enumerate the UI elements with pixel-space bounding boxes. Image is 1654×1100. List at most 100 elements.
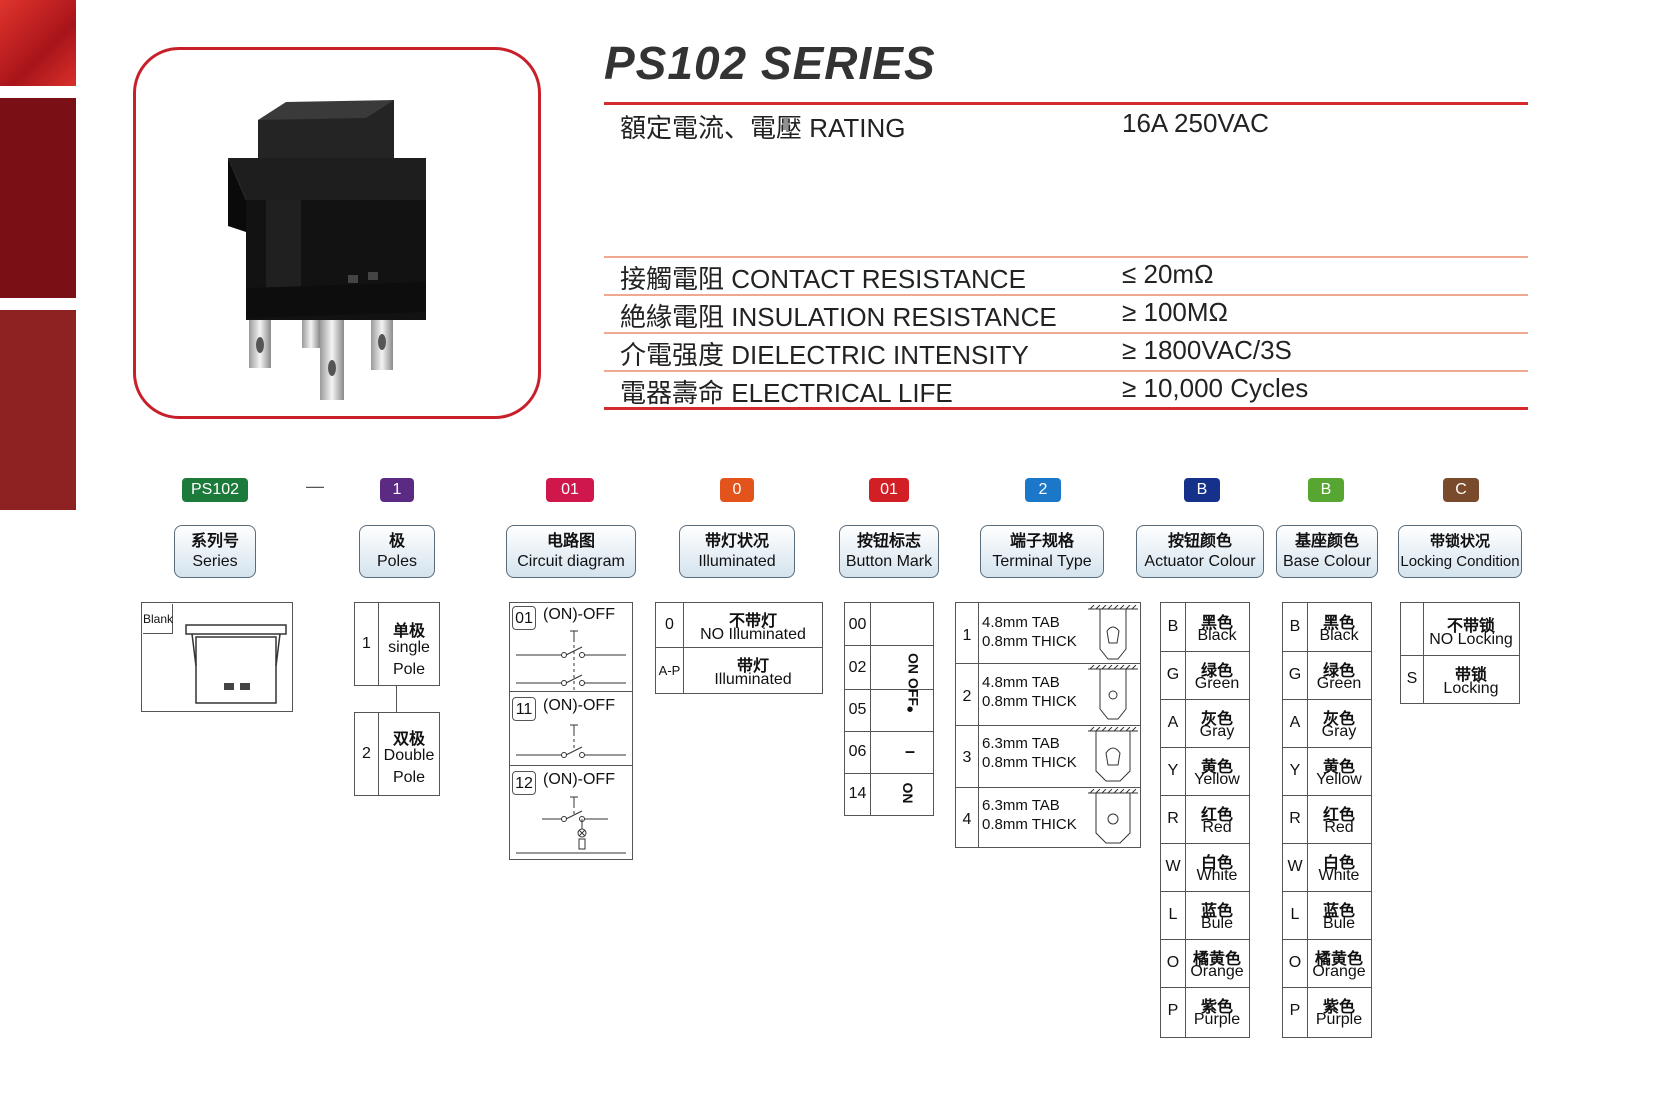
spec-life-label: 電器壽命 ELECTRICAL LIFE [620,378,953,408]
base-code: G [1288,666,1302,683]
code-badge-base: B [1308,478,1344,502]
terminal-line1: 4.8mm TAB [982,674,1060,691]
mark-divider [845,773,933,774]
mark-divider [845,645,933,646]
terminal-tab-icon [1088,605,1138,660]
circuit-code: 11 [512,697,536,721]
terminal-options: 1 4.8mm TAB 0.8mm THICK 2 4.8mm TAB 0.8m… [955,602,1141,848]
base-cn: 橘黄色 [1314,951,1363,968]
code-dash: — [306,476,324,496]
spec-dielectric-label: 介電强度 DIELECTRIC INTENSITY [620,340,1029,370]
base-code: O [1288,954,1302,971]
spec-insulation-value: ≥ 100MΩ [1122,297,1228,327]
terminal-tab-icon [1088,665,1138,720]
actuator-code: L [1168,906,1178,923]
base-divider [1283,939,1371,940]
locking-cn: 带锁 [1454,667,1487,684]
actuator-divider [1161,843,1249,844]
spec-line-bottom [604,407,1528,410]
base-divider [1307,603,1308,1037]
base-en: Black [1319,627,1359,644]
terminal-line1: 6.3mm TAB [982,797,1060,814]
base-code: Y [1289,762,1301,779]
base-divider [1283,843,1371,844]
base-code: R [1289,810,1301,827]
base-en: White [1318,867,1360,884]
mark-code: 02 [848,659,867,676]
mark-divider [845,731,933,732]
actuator-code: Y [1167,762,1179,779]
spec-line [604,294,1528,296]
spec-rating-value: 16A 250VAC [1122,108,1269,138]
base-en: Bule [1322,915,1356,932]
actuator-en: Yellow [1194,771,1240,788]
actuator-cn: 灰色 [1200,711,1233,728]
poles-en: Double [383,747,435,764]
actuator-divider [1161,891,1249,892]
circuit-label: (ON)-OFF [543,697,615,714]
actuator-divider [1185,603,1186,1037]
illum-code: 0 [656,603,684,647]
base-code: W [1287,858,1303,875]
terminal-divider [956,725,1140,726]
poles-code: 1 [355,603,379,685]
locking-en: Locking [1443,680,1499,697]
code-badge-circuit: 01 [546,478,594,502]
code-badge-illum: 0 [720,478,754,502]
code-badge-actuator: B [1184,478,1220,502]
terminal-code: 2 [962,688,972,705]
circuit-code: 12 [512,771,536,795]
actuator-divider [1161,699,1249,700]
actuator-divider [1161,939,1249,940]
terminal-divider [956,787,1140,788]
spec-line-top [604,102,1528,105]
mark-symbol-on: ON [900,782,916,804]
code-badge-mark: 01 [869,478,909,502]
actuator-cn: 红色 [1200,807,1233,824]
terminal-code: 3 [962,749,972,766]
locking-cn: 不带锁 [1446,618,1495,635]
spec-rating-label: 額定電流、電壓 RATING [620,113,906,143]
mark-code: 06 [848,743,867,760]
illum-options: 0 不带灯 NO Illuminated A-P 带灯 Illuminated [655,602,823,694]
actuator-cn: 蓝色 [1200,903,1233,920]
spec-line [604,332,1528,334]
base-divider [1283,987,1371,988]
actuator-divider [1161,987,1249,988]
product-photo-frame [133,47,541,419]
actuator-en: Purple [1193,1011,1241,1028]
base-cn: 绿色 [1322,663,1355,680]
actuator-divider [1161,795,1249,796]
spec-contact-label: 接觸電阻 CONTACT RESISTANCE [620,264,1026,294]
spec-dielectric-value: ≥ 1800VAC/3S [1122,335,1292,365]
code-badge-series: PS102 [182,478,248,502]
base-cn: 紫色 [1322,999,1355,1016]
circuit-diagram-01 [516,630,626,691]
base-en: Gray [1321,723,1357,740]
terminal-line2: 0.8mm THICK [982,693,1077,710]
circuit-code: 01 [512,606,536,630]
decor-bar-top [0,0,76,86]
base-en: Purple [1315,1011,1363,1028]
actuator-divider [1161,747,1249,748]
poles-cn: 单极 [392,623,425,640]
base-code: L [1290,906,1300,923]
series-blank-label: Blank [143,604,173,634]
poles-en: Pole [392,661,426,678]
base-divider [1283,699,1371,700]
actuator-code: R [1167,810,1179,827]
base-en: Yellow [1316,771,1362,788]
code-badge-locking: C [1443,478,1479,502]
circuit-options: 01 (ON)-OFF 11 (ON)-OFF 12 (ON)-OFF [509,602,633,860]
series-blank-diagram [185,624,287,704]
base-divider [1283,651,1371,652]
base-cn: 蓝色 [1322,903,1355,920]
mark-code: 14 [848,785,867,802]
